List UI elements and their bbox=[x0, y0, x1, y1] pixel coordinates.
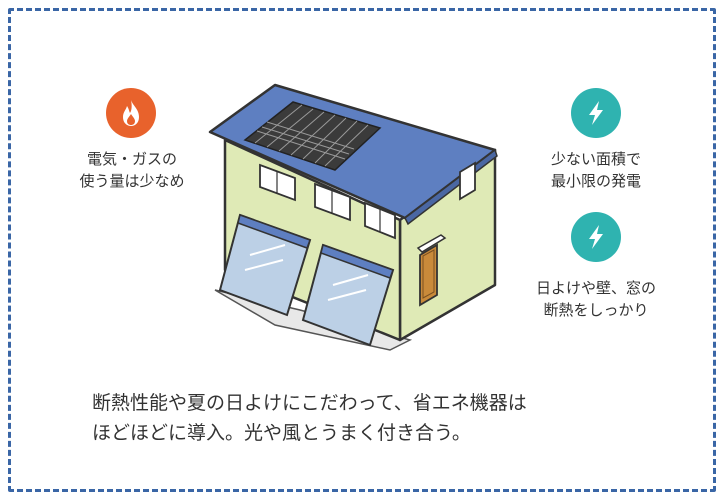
feature-caption-line: 最小限の発電 bbox=[550, 172, 641, 190]
feature-caption-line: 少ない面積で bbox=[550, 150, 641, 168]
feature-caption-line: 断熱をしっかり bbox=[543, 301, 649, 319]
flame-badge bbox=[106, 88, 156, 138]
lightning-icon bbox=[589, 225, 603, 249]
feature-caption-line: 使う量は少なめ bbox=[79, 172, 185, 190]
flame-icon bbox=[123, 100, 139, 126]
summary-line: ほどほどに導入。光や風とうまく付き合う。 bbox=[92, 422, 471, 444]
lightning-badge bbox=[571, 88, 621, 138]
summary-text: 断熱性能や夏の日よけにこだわって、省エネ機器は ほどほどに導入。光や風とうまく付… bbox=[92, 388, 527, 448]
feature-caption-line: 電気・ガスの bbox=[86, 150, 177, 168]
lightning-icon bbox=[589, 101, 603, 125]
lightning-badge bbox=[571, 212, 621, 262]
feature-caption-power-generation: 少ない面積で 最小限の発電 bbox=[531, 148, 661, 192]
summary-line: 断熱性能や夏の日よけにこだわって、省エネ機器は bbox=[92, 392, 527, 414]
house-illustration bbox=[208, 83, 498, 351]
feature-caption-energy-use: 電気・ガスの 使う量は少なめ bbox=[74, 148, 190, 192]
feature-caption-line: 日よけや壁、窓の bbox=[535, 279, 656, 297]
feature-caption-insulation: 日よけや壁、窓の 断熱をしっかり bbox=[516, 277, 676, 321]
